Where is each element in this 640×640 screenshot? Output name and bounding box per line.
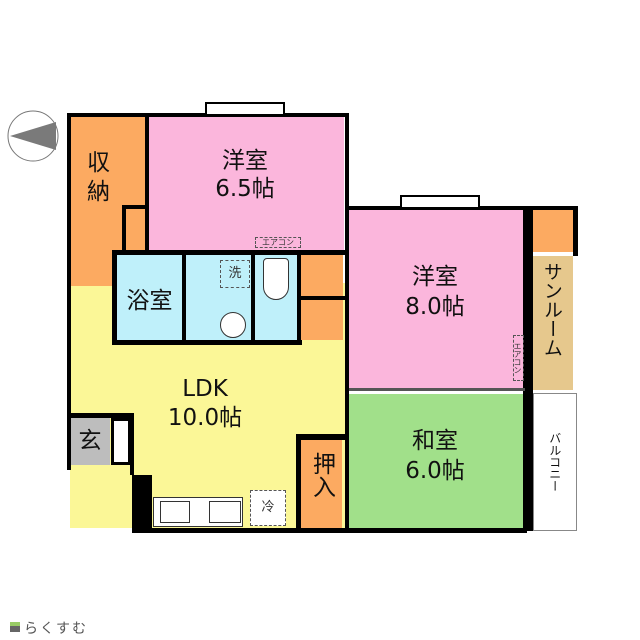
aircon-marker: エアコン xyxy=(513,335,524,381)
aircon-marker: エアコン xyxy=(255,237,301,248)
north-compass-icon xyxy=(7,110,59,162)
japanese-name: 和室 xyxy=(412,428,458,454)
ldk-size: 10.0帖 xyxy=(167,405,243,431)
western-6-5-name: 洋室 xyxy=(222,148,268,174)
western-8-0-size: 8.0帖 xyxy=(405,294,465,320)
fridge-space: 冷 xyxy=(250,490,286,526)
logo-house-icon xyxy=(10,622,20,632)
balcony-label: バルコニー xyxy=(547,432,562,492)
room-closet xyxy=(300,440,342,528)
sunroom-label: サンルーム xyxy=(540,262,563,357)
kitchen-counter xyxy=(153,497,243,527)
entrance-label: 玄 xyxy=(78,428,102,454)
storage-label: 収納 xyxy=(82,150,109,208)
room-entrance xyxy=(70,418,110,465)
balcony xyxy=(533,393,577,531)
shoe-cabinet xyxy=(111,418,131,465)
storage-small xyxy=(533,210,573,252)
room-japanese xyxy=(347,394,523,528)
room-sunroom xyxy=(533,256,573,390)
bay-window xyxy=(400,195,480,207)
japanese-size: 6.0帖 xyxy=(405,458,465,484)
western-8-0-name: 洋室 xyxy=(412,264,458,290)
toilet-icon xyxy=(263,258,289,300)
ldk-name: LDK xyxy=(182,376,228,402)
storage-small xyxy=(301,255,343,296)
bay-window xyxy=(205,102,285,114)
washer-space: 洗 xyxy=(220,260,250,288)
room-bath xyxy=(117,255,182,340)
bath-label: 浴室 xyxy=(126,288,173,314)
western-6-5-size: 6.5帖 xyxy=(215,176,275,202)
closet-label: 押入 xyxy=(308,452,335,498)
stove-icon xyxy=(160,501,190,523)
storage-small xyxy=(301,300,343,340)
room-western-6-5 xyxy=(148,116,344,251)
sink-icon xyxy=(209,501,241,523)
washbasin-icon xyxy=(220,312,246,338)
room-western-8-0 xyxy=(347,210,523,390)
logo-text: らくすむ xyxy=(24,621,88,637)
